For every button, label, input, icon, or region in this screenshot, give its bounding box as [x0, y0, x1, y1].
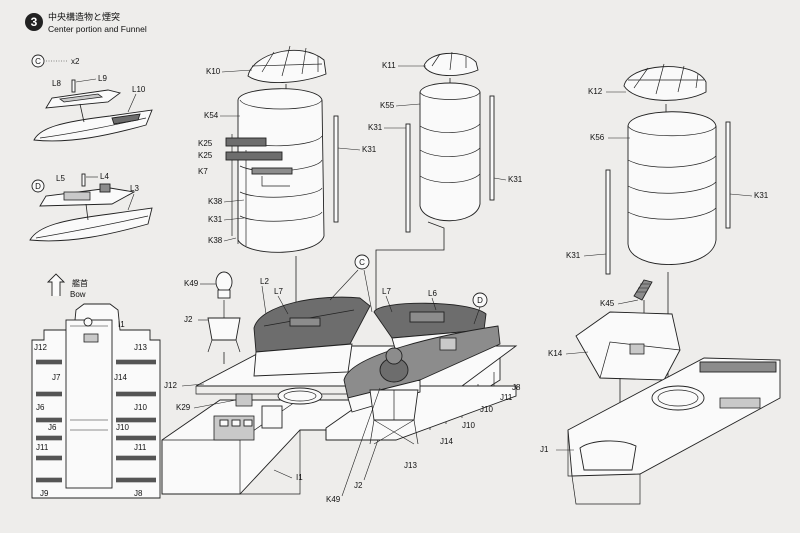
label-K38a: K38 [208, 197, 223, 206]
callout-c-letter: C [35, 57, 41, 66]
callout-d2-letter: D [477, 296, 483, 305]
label-K45: K45 [600, 299, 615, 308]
funnel-2: K11 K55 K31 K31 [368, 51, 523, 312]
label-K25b: K25 [198, 151, 213, 160]
label-I1: I1 [296, 473, 303, 482]
label-K56: K56 [590, 133, 605, 142]
plan-J10a: J10 [134, 403, 147, 412]
label-K25a: K25 [198, 139, 213, 148]
label-J10a: J10 [480, 405, 493, 414]
label-L7b: L7 [382, 287, 391, 296]
bow-en: Bow [70, 290, 86, 299]
center-deck: I1 L2 L7 L7 L6 [161, 254, 521, 504]
label-J2b: J2 [354, 481, 363, 490]
funnel-1: K10 K54 K25 K25 K7 K38 K31 K38 K31 [198, 45, 377, 380]
callout-d-letter: D [35, 182, 41, 191]
label-L5: L5 [56, 174, 65, 183]
step-header: 3 中央構造物と煙突 Center portion and Funnel [25, 11, 147, 34]
plan-J8: J8 [134, 489, 143, 498]
label-K38b: K38 [208, 236, 223, 245]
label-J11: J11 [500, 393, 513, 402]
callout-c2-letter: C [359, 258, 365, 267]
subassembly-d: D L5 L4 L3 [29, 172, 153, 242]
label-K31d: K31 [508, 175, 523, 184]
label-K31a: K31 [208, 215, 223, 224]
plan-J12: J12 [34, 343, 47, 352]
label-L6: L6 [428, 289, 437, 298]
label-K11: K11 [382, 61, 396, 70]
deck-plan: 艦首 Bow I1 J12 J7 [31, 273, 161, 499]
label-K55: K55 [380, 101, 395, 110]
label-K31c: K31 [368, 123, 383, 132]
step-title-en: Center portion and Funnel [48, 24, 147, 34]
label-I1-plan: I1 [118, 320, 125, 329]
label-L8: L8 [52, 79, 61, 88]
label-K29: K29 [176, 403, 191, 412]
plan-J13: J13 [134, 343, 147, 352]
label-J13: J13 [404, 461, 417, 470]
label-J1: J1 [540, 445, 549, 454]
label-K31e: K31 [754, 191, 769, 200]
step-title-jp: 中央構造物と煙突 [48, 11, 120, 22]
label-L2: L2 [260, 277, 269, 286]
plan-J10b: J10 [116, 423, 129, 432]
callout-c-qty: x2 [71, 57, 80, 66]
subassembly-c: C x2 L8 L9 L10 [31, 54, 153, 142]
callout-c-circle [31, 54, 45, 68]
plan-J14: J14 [114, 373, 127, 382]
label-J10b: J10 [462, 421, 475, 430]
label-K49a: K49 [184, 279, 199, 288]
label-L4: L4 [100, 172, 109, 181]
plan-J9: J9 [40, 489, 49, 498]
label-L9: L9 [98, 74, 107, 83]
label-K12: K12 [588, 87, 603, 96]
label-L3: L3 [130, 184, 139, 193]
label-J14: J14 [440, 437, 453, 446]
label-K31f: K31 [566, 251, 581, 260]
plan-J6a: J6 [36, 403, 45, 412]
step-number: 3 [31, 15, 38, 29]
stern-deck: K45 K14 J1 [540, 279, 781, 505]
funnel-3: K12 K56 K31 K31 [566, 63, 769, 400]
label-J12: J12 [164, 381, 177, 390]
plan-J11-left: J11 [36, 443, 49, 452]
plan-J11-right: J11 [134, 443, 147, 452]
callout-c2-circle [354, 254, 370, 270]
bow-jp: 艦首 [72, 278, 88, 288]
label-K7: K7 [198, 167, 208, 176]
plan-J7: J7 [52, 373, 61, 382]
plan-J6b: J6 [48, 423, 57, 432]
label-J2a: J2 [184, 315, 193, 324]
label-K54: K54 [204, 111, 219, 120]
label-L7a: L7 [274, 287, 283, 296]
label-K31b: K31 [362, 145, 377, 154]
label-K14: K14 [548, 349, 563, 358]
label-K10: K10 [206, 67, 221, 76]
label-L10: L10 [132, 85, 146, 94]
step-number-badge [25, 13, 43, 31]
callout-d-circle [31, 179, 45, 193]
label-K49b: K49 [326, 495, 341, 504]
label-J8: J8 [512, 383, 521, 392]
